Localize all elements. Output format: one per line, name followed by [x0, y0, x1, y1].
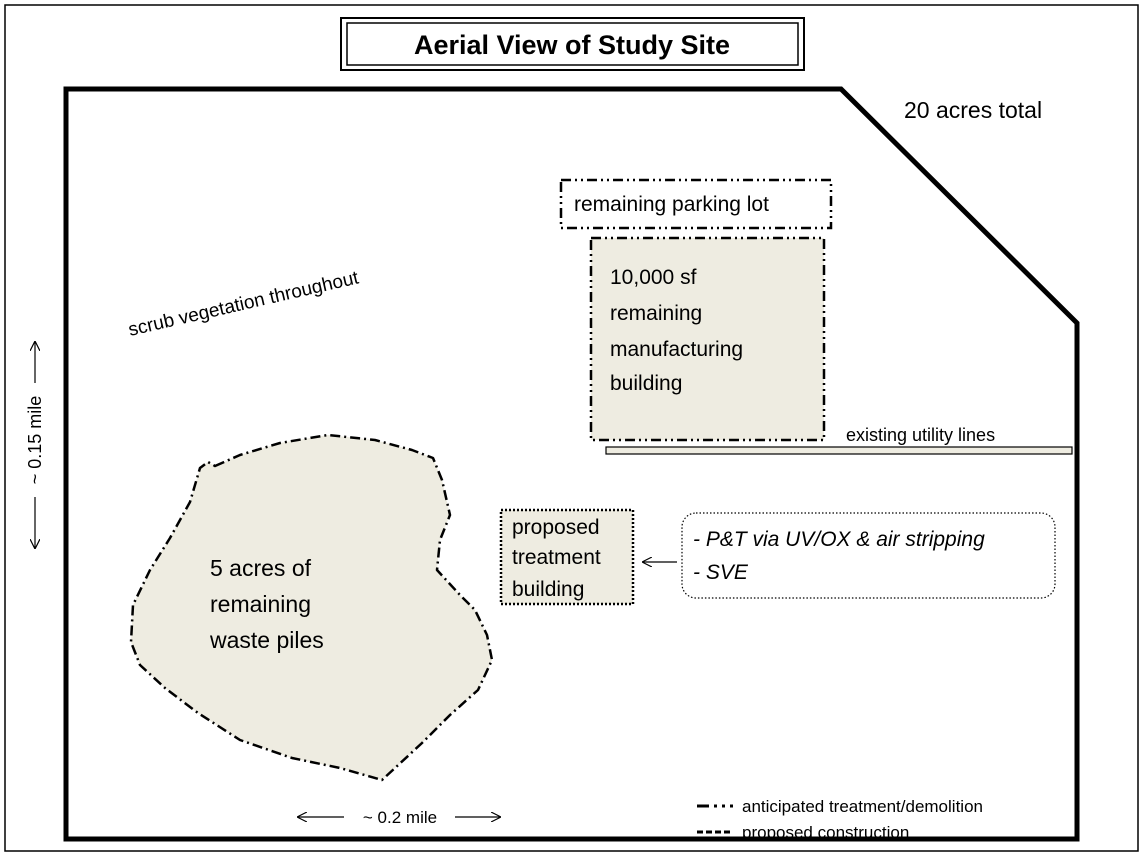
vertical-scale-label: ~ 0.15 mile — [25, 396, 45, 485]
horizontal-scale-label: ~ 0.2 mile — [363, 808, 437, 827]
vertical-scale-label-bg — [26, 383, 44, 497]
site-boundary — [63, 86, 1080, 842]
parking-lot — [559, 178, 833, 230]
legend-construction-label: proposed construction — [742, 823, 909, 842]
waste-piles-area — [129, 433, 494, 782]
page-title: Aerial View of Study Site — [414, 30, 730, 60]
site-area-label: 20 acres total — [904, 97, 1042, 123]
outer-frame — [4, 4, 1139, 852]
manufacturing-building-label: 10,000 sf remaining manufacturing buildi… — [610, 266, 749, 395]
treatment-building-label: proposed treatment building — [512, 516, 607, 601]
legend-demolition-label: anticipated treatment/demolition — [742, 797, 983, 816]
treatment-methods-box — [681, 512, 1056, 599]
vegetation-label: scrub vegetation throughout — [126, 267, 361, 341]
treatment-methods-list: - P&T via UV/OX & air stripping - SVE — [693, 528, 991, 584]
treatment-building — [499, 508, 635, 606]
waste-piles-label: 5 acres of remaining waste piles — [209, 555, 324, 653]
utility-lines — [605, 446, 1073, 455]
horizontal-scale: ~ 0.2 mile — [298, 808, 500, 827]
title-box-inner — [346, 22, 799, 66]
parking-lot-label: remaining parking lot — [574, 193, 769, 216]
legend: anticipated treatment/demolition propose… — [697, 797, 983, 842]
title-box-outer — [340, 17, 805, 71]
manufacturing-building — [589, 236, 826, 442]
vertical-scale: ~ 0.15 mile — [25, 342, 45, 548]
utility-lines-label: existing utility lines — [846, 425, 995, 445]
